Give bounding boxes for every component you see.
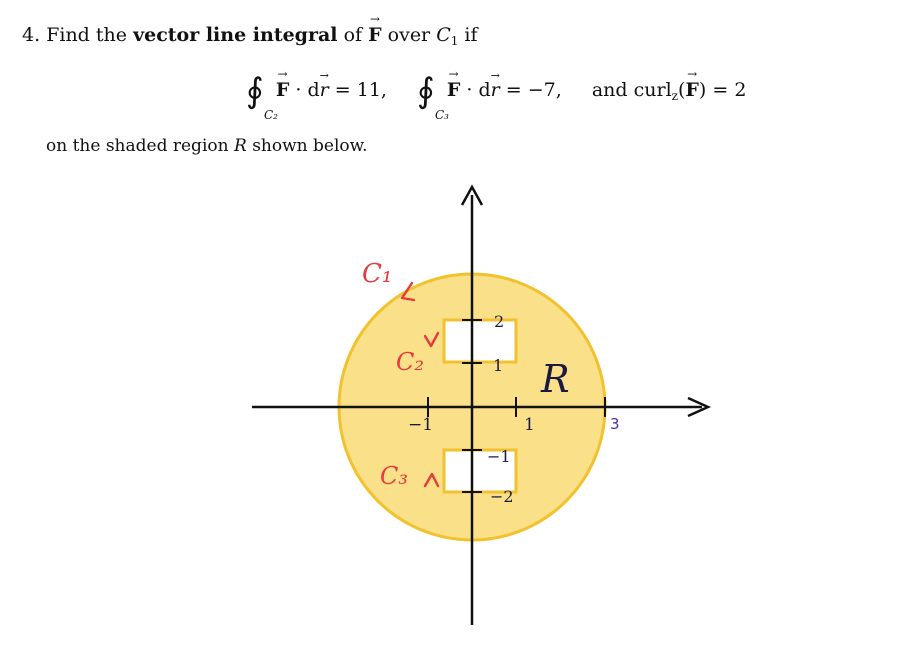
curl-condition: and curlz(F) = 2 <box>592 79 747 103</box>
tick-label-y-neg2: −2 <box>490 487 514 506</box>
c1-orientation-arrow <box>400 281 416 302</box>
curve-symbol: C1 <box>436 24 459 48</box>
y-axis-arrow <box>460 184 484 206</box>
problem-text-if: if <box>464 24 478 46</box>
integral-value: = 11, <box>334 79 387 101</box>
tick-label-x-3: 3 <box>610 415 620 433</box>
problem-number: 4. <box>22 24 41 46</box>
region-symbol: R <box>233 136 247 156</box>
given-equations: ∮ C₂ F · dr = 11, ∮ C₃ F · dr = −7, and … <box>246 71 747 122</box>
field-vector: F <box>368 24 382 46</box>
c3-orientation-arrow <box>423 472 440 488</box>
contour-integral-sign: ∮ <box>417 71 435 111</box>
integral-c2: ∮ C₂ F · dr = 11, <box>246 71 387 122</box>
label-c3: C₃ <box>380 462 408 490</box>
integral-subscript: C₂ <box>264 108 278 122</box>
region-label-r: R <box>540 357 570 401</box>
integral-value: = −7, <box>505 79 562 101</box>
tick-label-y-1: 1 <box>493 356 503 375</box>
x-axis-arrow <box>687 396 712 418</box>
c2-orientation-arrow <box>423 331 440 348</box>
tick-label-y-2: 2 <box>494 312 504 331</box>
problem-statement: 4. Find the vector line integral of F ov… <box>22 24 478 48</box>
problem-text-of: of <box>343 24 363 46</box>
tick-label-x-neg1: −1 <box>408 415 433 435</box>
problem-bold-phrase: vector line integral <box>133 24 338 46</box>
problem-text-find: Find the <box>46 24 128 46</box>
integral-c3: ∮ C₃ F · dr = −7, <box>417 71 562 122</box>
region-sentence: on the shaded region R shown below. <box>46 136 368 156</box>
label-c1: C₁ <box>362 259 392 289</box>
upper-hole-c2 <box>442 318 518 364</box>
lower-hole-c3 <box>442 448 518 494</box>
integral-subscript: C₃ <box>435 108 449 122</box>
tick-label-y-neg1: −1 <box>487 447 511 466</box>
problem-text-over: over <box>387 24 431 46</box>
tick-label-x-1: 1 <box>524 415 535 435</box>
contour-integral-sign: ∮ <box>246 71 264 111</box>
label-c2: C₂ <box>396 348 424 376</box>
